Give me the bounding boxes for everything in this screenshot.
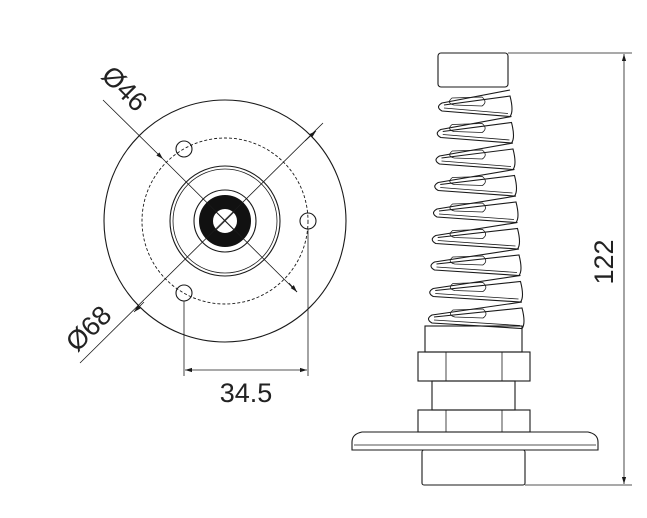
arrow-d46 bbox=[288, 282, 298, 293]
spring-coil-edge bbox=[433, 319, 521, 326]
spring-top-cap bbox=[437, 52, 509, 88]
spring bbox=[427, 89, 525, 330]
nut-ring-outer bbox=[169, 165, 281, 277]
spring-coil-edge bbox=[438, 213, 515, 220]
spring-back-loop bbox=[449, 202, 486, 213]
side-view: 122 bbox=[351, 52, 632, 486]
diameter-46-label: Ø46 bbox=[96, 60, 153, 117]
height-label: 122 bbox=[589, 239, 619, 284]
spring-coil-edge bbox=[437, 240, 516, 247]
spring-coil-edge bbox=[440, 187, 513, 194]
flange bbox=[351, 431, 599, 451]
spring-coil bbox=[432, 195, 519, 224]
spring-coil bbox=[430, 248, 522, 277]
black-seal-ring bbox=[199, 195, 251, 247]
spring-coil bbox=[434, 168, 518, 197]
spring-coil-edge bbox=[443, 107, 509, 114]
spring-back-loop bbox=[449, 123, 486, 133]
spring-coil-edge bbox=[442, 134, 510, 141]
spring-back-loop bbox=[449, 229, 487, 239]
nut-ring-inner bbox=[172, 168, 278, 274]
spring-back-loop bbox=[449, 149, 486, 160]
spring-back-loop bbox=[449, 176, 486, 186]
spring-back-loop bbox=[450, 308, 487, 319]
flange-outer-circle bbox=[103, 99, 347, 343]
dim-line-d68 bbox=[79, 122, 324, 364]
spring-coil-edge bbox=[436, 266, 518, 273]
spring-coil bbox=[429, 274, 524, 303]
upper-nut bbox=[417, 351, 531, 382]
mounting-hole bbox=[175, 140, 193, 158]
spring-coil bbox=[436, 115, 515, 144]
hole-spacing-label: 34.5 bbox=[220, 378, 273, 408]
bolt-circle bbox=[141, 137, 309, 305]
top-view: Ø46 Ø68 34.5 bbox=[60, 60, 347, 408]
spring-coil-edge bbox=[441, 160, 512, 167]
mounting-hole bbox=[175, 284, 193, 302]
diameter-68-label: Ø68 bbox=[60, 300, 117, 357]
collar bbox=[424, 325, 523, 353]
spring-coil bbox=[435, 142, 516, 171]
threaded-shaft bbox=[431, 380, 516, 411]
dim-line-d46 bbox=[102, 99, 164, 160]
spring-coil-edge bbox=[435, 293, 519, 300]
bore-circle bbox=[193, 189, 257, 253]
spring-coil bbox=[431, 221, 521, 250]
spring-back-loop bbox=[449, 96, 486, 107]
bottom-body bbox=[421, 449, 526, 486]
spring-back-loop bbox=[449, 282, 487, 292]
spring-back-loop bbox=[449, 255, 487, 266]
arrow-d68 bbox=[133, 301, 145, 313]
arrow-d68 bbox=[304, 130, 317, 142]
lower-nut bbox=[417, 409, 531, 433]
dim-line-d46 bbox=[162, 158, 298, 293]
spring-coil bbox=[437, 89, 513, 118]
